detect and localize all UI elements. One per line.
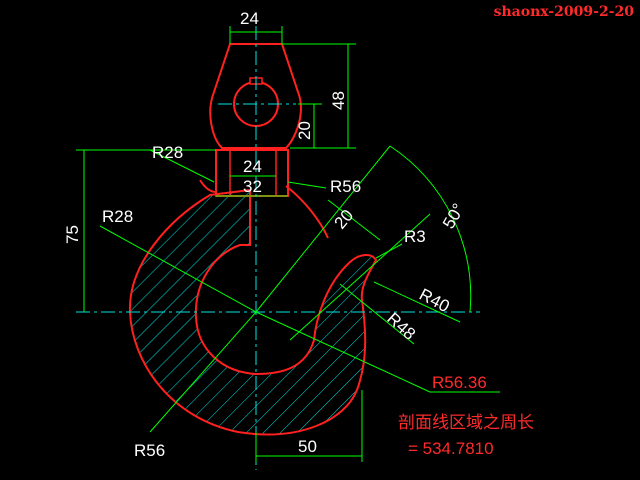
eye-head-outline [209,43,302,149]
dim-gap-20: 20 [331,206,358,233]
dim-inner-24: 24 [243,157,262,176]
dim-inner-32: 32 [243,177,262,196]
perimeter-value: = 534.7810 [408,439,494,458]
hook-outline [199,179,329,239]
dim-height-20: 20 [295,121,314,140]
radius-result: R56.36 [432,373,487,392]
dim-bottom-50: 50 [298,437,317,456]
hatched-section [128,188,378,436]
dimension-lines [76,26,500,462]
dim-top-width: 24 [240,9,259,28]
dim-r28-left: R28 [102,207,133,226]
author-signature: shaonx-2009-2-20 [493,4,634,20]
centerlines [76,26,480,470]
dim-angle: 50° [439,200,468,232]
dim-r56-bottom: R56 [134,441,165,460]
dim-height-48: 48 [329,91,348,110]
dim-height-75: 75 [63,225,82,244]
dim-r28-top: R28 [152,143,183,162]
dim-r48: R48 [383,309,419,344]
dim-r3: R3 [404,227,426,246]
dim-r40: R40 [416,285,452,316]
perimeter-label: 剖面线区域之周长 [398,413,534,432]
dim-r56-right: R56 [330,177,361,196]
